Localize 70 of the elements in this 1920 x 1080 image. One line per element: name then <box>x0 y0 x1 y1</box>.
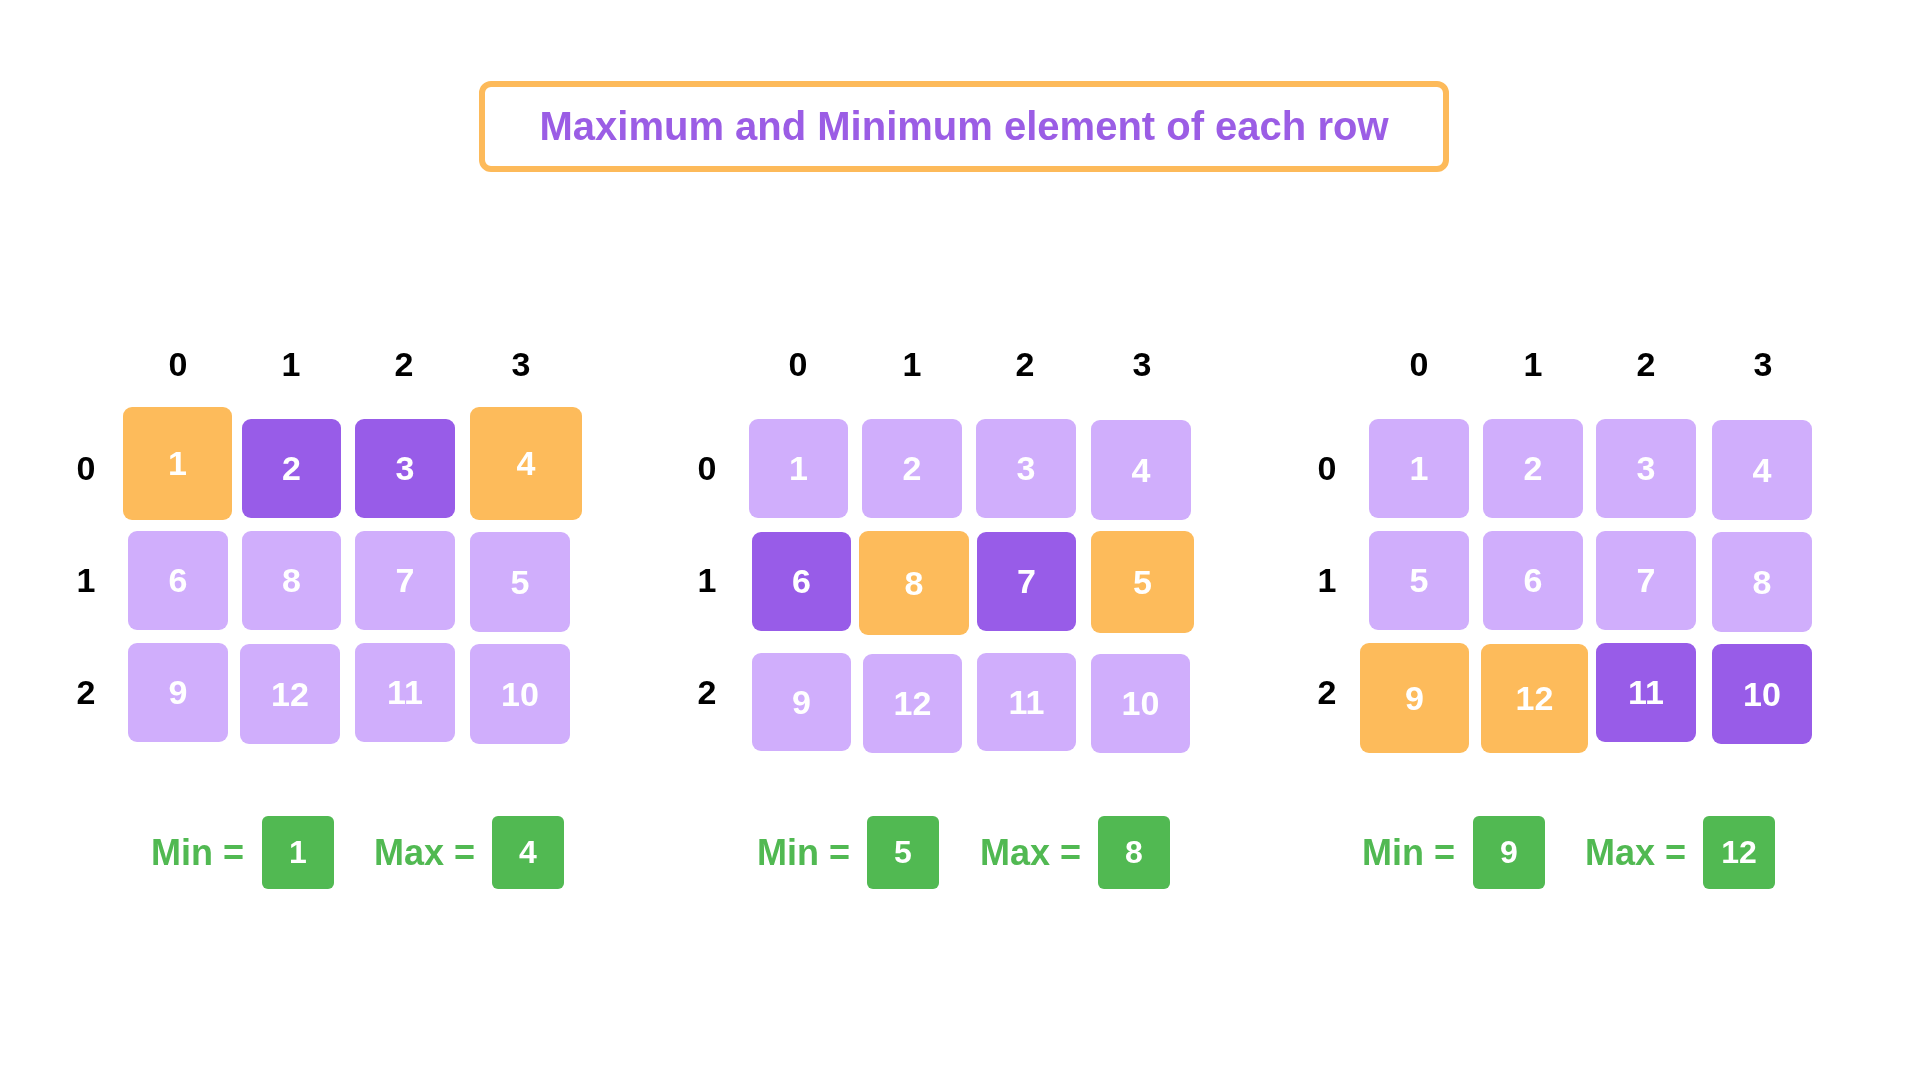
matrix-cell: 8 <box>859 531 969 635</box>
matrix-cell: 3 <box>976 419 1076 518</box>
matrix-cell: 1 <box>749 419 848 518</box>
row-index: 2 <box>697 675 717 709</box>
column-index: 2 <box>1015 347 1035 381</box>
column-index: 1 <box>281 347 301 381</box>
matrix-cell: 10 <box>1091 654 1190 753</box>
result-box: 12 <box>1703 816 1775 889</box>
matrix-cell: 10 <box>1712 644 1812 744</box>
matrix-cell: 9 <box>752 653 851 751</box>
equation-label: Max = <box>1585 834 1687 871</box>
matrix-cell: 10 <box>470 644 570 744</box>
column-index: 0 <box>168 347 188 381</box>
row-index: 2 <box>1317 675 1337 709</box>
matrix-cell: 11 <box>1596 643 1696 742</box>
column-index: 3 <box>1132 347 1152 381</box>
matrix-cell: 11 <box>977 653 1076 751</box>
row-index: 1 <box>1317 563 1337 597</box>
row-index: 0 <box>76 451 96 485</box>
matrix-cell: 4 <box>1712 420 1812 520</box>
matrix-cell: 5 <box>1369 531 1469 630</box>
column-index: 3 <box>511 347 531 381</box>
column-index: 0 <box>788 347 808 381</box>
matrix-cell: 2 <box>1483 419 1583 518</box>
matrix-cell: 1 <box>1369 419 1469 518</box>
column-index: 3 <box>1753 347 1773 381</box>
equation-label: Min = <box>151 834 244 871</box>
row-index: 2 <box>76 675 96 709</box>
row-index: 1 <box>697 563 717 597</box>
matrix-cell: 3 <box>355 419 455 518</box>
equation-label: Min = <box>757 834 850 871</box>
matrix-cell: 1 <box>123 407 232 520</box>
matrix-cell: 7 <box>1596 531 1696 630</box>
equation-label: Max = <box>980 834 1082 871</box>
matrix-cell: 3 <box>1596 419 1696 518</box>
column-index: 0 <box>1409 347 1429 381</box>
row-index: 1 <box>76 563 96 597</box>
matrix-cell: 8 <box>1712 532 1812 632</box>
row-index: 0 <box>1317 451 1337 485</box>
row-index: 0 <box>697 451 717 485</box>
matrix-cell: 4 <box>470 407 582 520</box>
matrix-cell: 12 <box>240 644 340 744</box>
matrix-cell: 9 <box>1360 643 1469 753</box>
result-box: 9 <box>1473 816 1545 889</box>
result-box: 1 <box>262 816 334 889</box>
matrix-cell: 5 <box>1091 531 1194 633</box>
matrix-cell: 6 <box>752 532 851 631</box>
matrix-cell: 7 <box>355 531 455 630</box>
column-index: 1 <box>902 347 922 381</box>
matrix-cell: 12 <box>1481 644 1588 753</box>
matrix-cell: 9 <box>128 643 228 742</box>
column-index: 1 <box>1523 347 1543 381</box>
column-index: 2 <box>394 347 414 381</box>
equation-label: Max = <box>374 834 476 871</box>
matrix-cell: 7 <box>977 532 1076 631</box>
matrix-cell: 8 <box>242 531 341 630</box>
result-box: 4 <box>492 816 564 889</box>
matrix-cell: 2 <box>242 419 341 518</box>
result-box: 5 <box>867 816 939 889</box>
matrix-cell: 11 <box>355 643 455 742</box>
matrix-cell: 6 <box>1483 531 1583 630</box>
title: Maximum and Minimum element of each row <box>479 81 1449 172</box>
column-index: 2 <box>1636 347 1656 381</box>
result-box: 8 <box>1098 816 1170 889</box>
matrix-cell: 4 <box>1091 420 1191 520</box>
matrix-cell: 5 <box>470 532 570 632</box>
equation-label: Min = <box>1362 834 1455 871</box>
matrix-cell: 2 <box>862 419 962 518</box>
matrix-cell: 12 <box>863 654 962 753</box>
matrix-cell: 6 <box>128 531 228 630</box>
